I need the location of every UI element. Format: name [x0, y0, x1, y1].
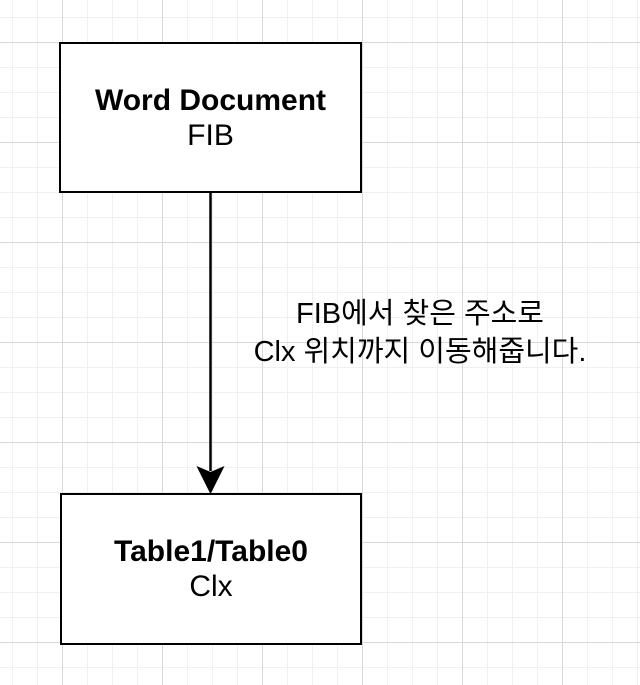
edge-label[interactable]: FIB에서 찾은 주소로 Clx 위치까지 이동해줍니다.: [220, 295, 620, 371]
node-table1-table0-title: Table1/Table0: [114, 535, 308, 568]
node-word-document[interactable]: Word Document FIB: [59, 42, 362, 193]
arrowhead-down-icon: [196, 466, 225, 495]
node-table1-table0[interactable]: Table1/Table0 Clx: [60, 493, 362, 645]
node-word-document-title: Word Document: [94, 83, 327, 117]
node-word-document-subtitle: FIB: [187, 118, 234, 152]
edge-label-line2: Clx 위치까지 이동해줍니다.: [253, 336, 587, 368]
node-table1-table0-subtitle: Clx: [189, 570, 233, 603]
edge-label-line1: FIB에서 찾은 주소로: [296, 298, 544, 330]
